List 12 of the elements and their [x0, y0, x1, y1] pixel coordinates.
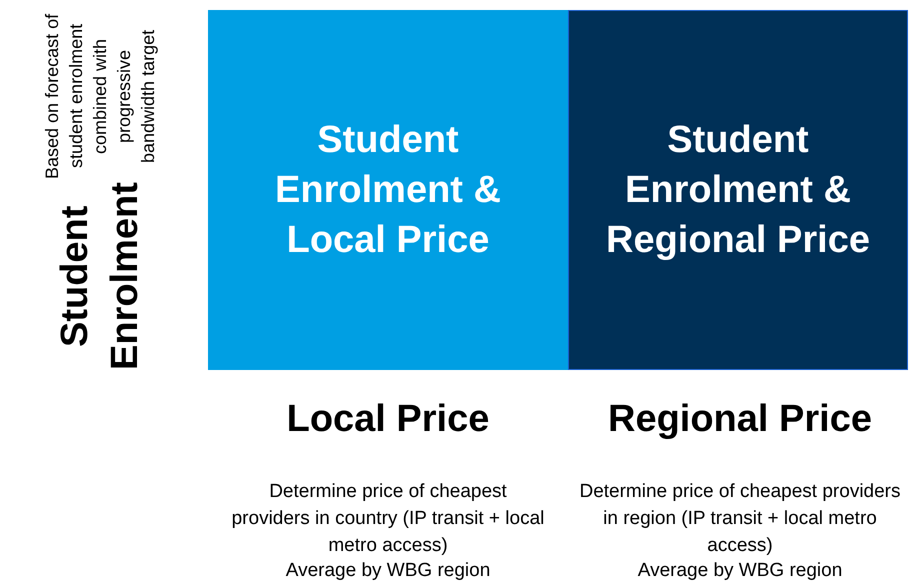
- column-description: Determine price of cheapest providers in region (IP transit + local metro access): [578, 480, 902, 558]
- cell-title: Student Enrolment & Regional Price: [605, 118, 871, 263]
- column-note: Average by WBG region: [636, 559, 844, 583]
- column-note: Average by WBG region: [284, 559, 492, 583]
- row-heading: Student Enrolment: [53, 182, 147, 370]
- column-heading: Local Price: [286, 398, 490, 441]
- row-description: Based on forecast of student enrolment combined with progressive bandwidth target: [41, 12, 159, 181]
- column-heading: Regional Price: [607, 398, 873, 441]
- matrix-cell: [208, 10, 568, 370]
- matrix-cell: [568, 10, 908, 370]
- cell-title: Student Enrolment & Local Price: [274, 118, 502, 263]
- column-description: Determine price of cheapest providers in country (IP transit + local metro access): [230, 480, 546, 558]
